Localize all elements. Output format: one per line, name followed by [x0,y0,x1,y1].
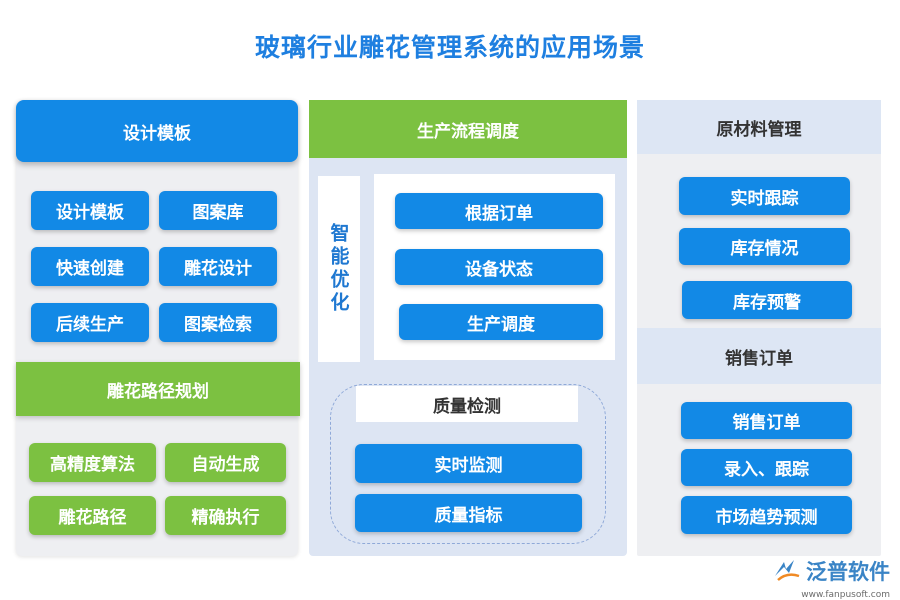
pattern-library-button[interactable]: 图案库 [159,191,277,230]
brand-logo: 泛普软件 [772,556,890,586]
sales-order-header: 销售订单 [637,328,881,384]
real-time-monitoring-button[interactable]: 实时监测 [355,444,582,483]
by-order-button[interactable]: 根据订单 [395,193,603,229]
brand-url: www.fanpusoft.com [801,590,890,600]
brand-name: 泛普软件 [806,560,890,584]
carving-path-planning-header: 雕花路径规划 [16,362,300,416]
inventory-status-button[interactable]: 库存情况 [679,228,850,265]
quality-inspection-label: 质量检测 [356,386,578,422]
market-trend-forecast-button[interactable]: 市场趋势预测 [681,496,852,534]
raw-material-header: 原材料管理 [637,100,881,154]
brand-mark-icon [775,560,800,581]
sales-order-button[interactable]: 销售订单 [681,402,852,439]
pattern-search-button[interactable]: 图案检索 [159,303,277,342]
production-scheduling-header: 生产流程调度 [309,100,627,158]
smart-optimization-label: 智能优化 [318,176,360,362]
equipment-status-button[interactable]: 设备状态 [395,249,603,285]
production-dispatch-button[interactable]: 生产调度 [399,304,603,340]
page-title: 玻璃行业雕花管理系统的应用场景 [254,33,645,62]
entry-tracking-button[interactable]: 录入、跟踪 [681,449,852,486]
auto-generate-button[interactable]: 自动生成 [165,443,286,482]
precise-execution-button[interactable]: 精确执行 [165,496,286,535]
high-precision-algorithm-button[interactable]: 高精度算法 [29,443,156,482]
inventory-warning-button[interactable]: 库存预警 [682,281,852,319]
design-template-button[interactable]: 设计模板 [31,191,149,230]
carving-design-button[interactable]: 雕花设计 [159,247,277,286]
quality-inspection-group [330,384,606,544]
follow-up-production-button[interactable]: 后续生产 [31,303,149,342]
design-template-header: 设计模板 [16,100,298,162]
real-time-tracking-button[interactable]: 实时跟踪 [679,177,850,215]
quality-indicator-button[interactable]: 质量指标 [355,494,582,532]
carving-path-button[interactable]: 雕花路径 [29,496,156,535]
quick-create-button[interactable]: 快速创建 [31,247,149,286]
